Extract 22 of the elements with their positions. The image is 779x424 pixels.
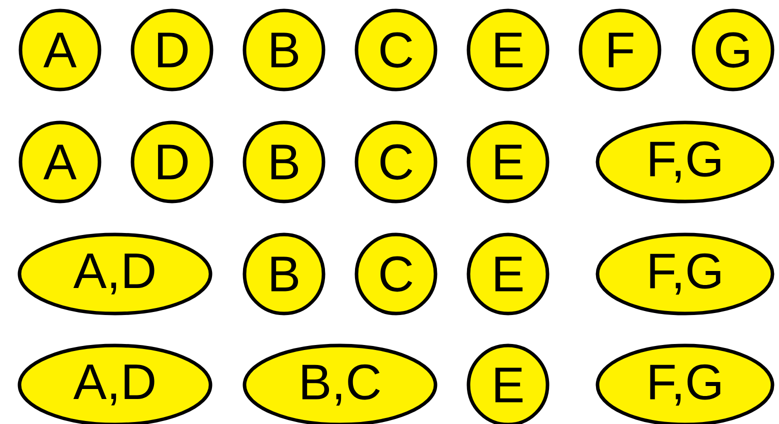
circle-node: C: [354, 8, 438, 92]
circle-node: B: [242, 232, 326, 316]
circle-node: E: [466, 344, 550, 424]
circle-node: C: [354, 232, 438, 316]
circle-node: D: [130, 120, 214, 204]
ellipse-node: A,D: [18, 344, 212, 424]
circle-node: G: [692, 8, 774, 92]
circle-node: A: [18, 8, 102, 92]
circle-node: E: [466, 8, 550, 92]
ellipse-node: F,G: [596, 344, 774, 424]
circle-node: A: [18, 120, 102, 204]
ellipse-node: B,C: [242, 344, 438, 424]
ellipse-node: A,D: [18, 232, 212, 316]
circle-node: E: [466, 232, 550, 316]
circle-node: C: [354, 120, 438, 204]
circle-node: B: [242, 8, 326, 92]
circle-node: D: [130, 8, 214, 92]
ellipse-node: F,G: [596, 120, 774, 204]
circle-node: E: [466, 120, 550, 204]
circle-node: B: [242, 120, 326, 204]
ellipse-node: F,G: [596, 232, 774, 316]
circle-node: F: [578, 8, 662, 92]
